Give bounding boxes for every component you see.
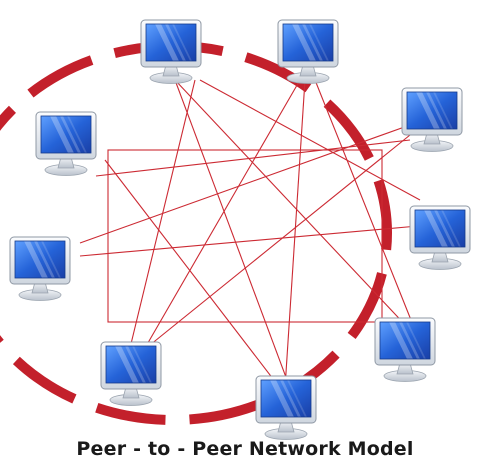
link — [199, 79, 421, 201]
link — [174, 79, 411, 331]
link — [79, 124, 411, 244]
computer-monitor-icon — [255, 375, 317, 440]
link — [144, 79, 301, 349]
computer-monitor-icon — [401, 87, 463, 152]
computer-monitor-icon — [140, 19, 202, 84]
computer-monitor-icon — [374, 317, 436, 382]
link — [149, 134, 411, 346]
link — [174, 79, 291, 389]
link — [104, 159, 281, 389]
computer-monitor-icon — [409, 205, 471, 270]
link — [79, 225, 419, 257]
peer-links — [79, 79, 421, 389]
link-rectangle — [107, 149, 383, 323]
ring-connection — [0, 41, 392, 425]
link — [314, 79, 416, 331]
link — [284, 79, 306, 389]
computer-monitor-icon — [100, 341, 162, 406]
computer-monitor-icon — [9, 236, 71, 301]
diagram-caption: Peer - to - Peer Network Model — [76, 438, 414, 460]
link — [95, 139, 411, 177]
computer-nodes — [9, 19, 471, 440]
computer-monitor-icon — [35, 111, 97, 176]
